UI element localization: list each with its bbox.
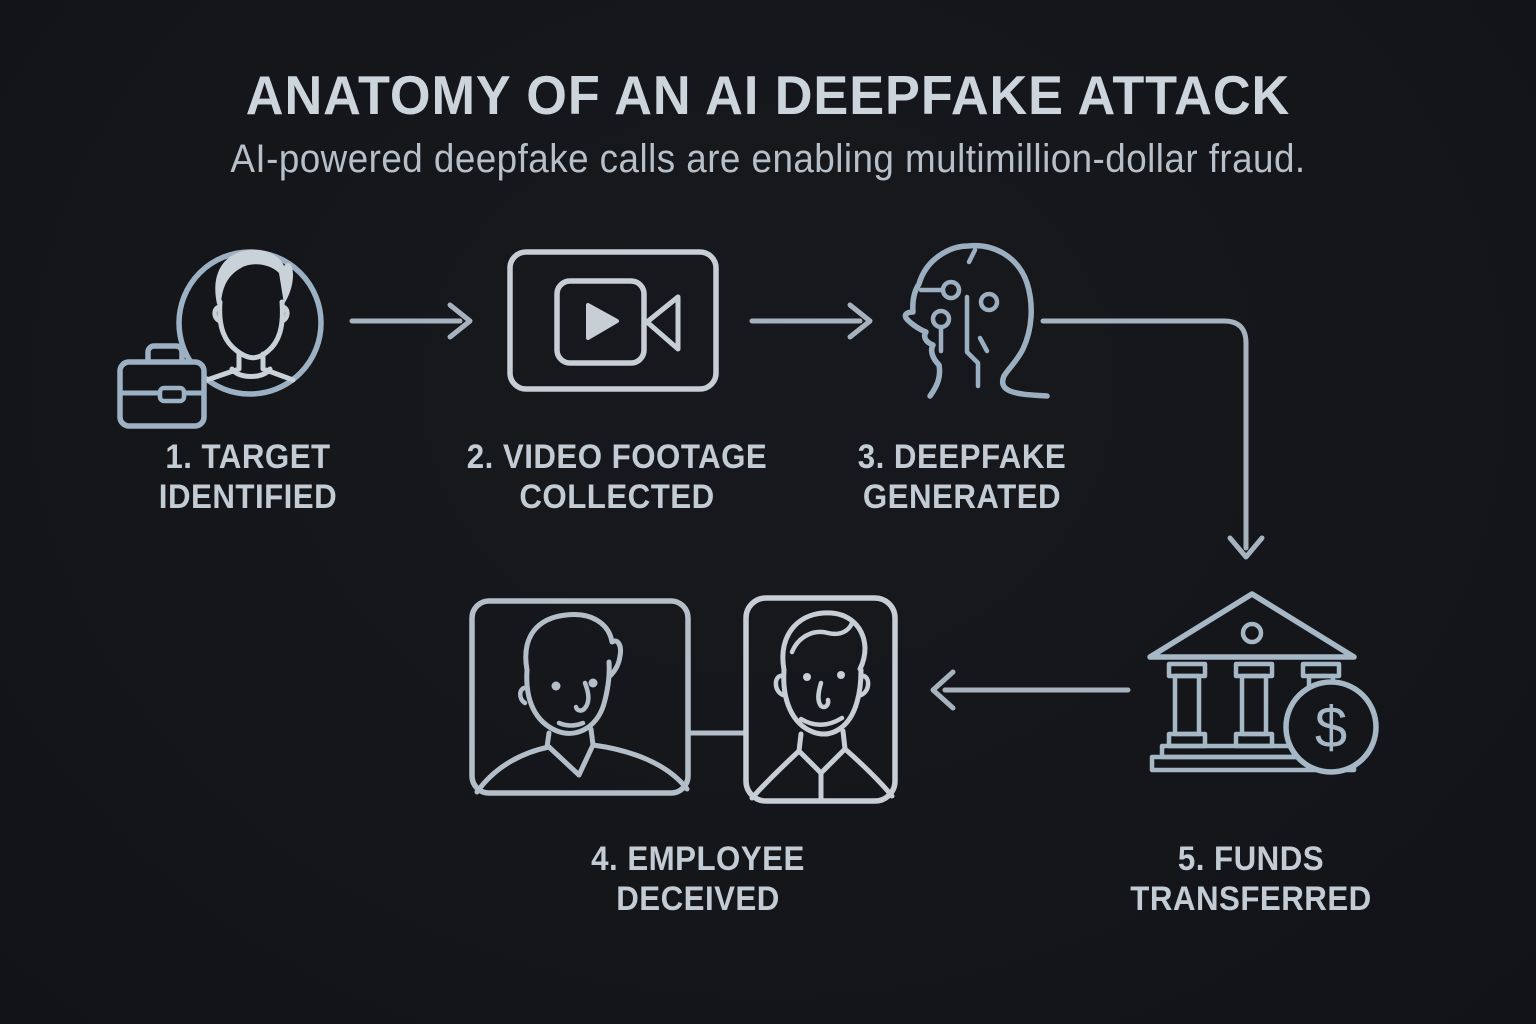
circuit-tick: [966, 247, 978, 265]
video-camera-icon: [507, 249, 719, 392]
flow-arrow-1-to-2: [349, 302, 473, 340]
step-5-label-line2: TRANSFERRED: [1130, 880, 1372, 918]
circuit-node: [978, 291, 1000, 313]
arrowhead-right-icon: [847, 302, 873, 340]
arrowhead-left-icon: [930, 669, 956, 711]
person-ear-right: [279, 304, 290, 324]
step-1-label-line1: 1. TARGET: [165, 438, 331, 476]
circuit-dash: [977, 335, 990, 354]
page-subtitle: AI-powered deepfake calls are enabling m…: [230, 137, 1306, 181]
dollar-coin-icon: [1283, 679, 1379, 775]
video-outer-frame: [507, 249, 719, 392]
target-businessperson-icon: [117, 249, 324, 429]
video-call-portraits-icon: [469, 595, 898, 804]
step-4-label-line2: DECEIVED: [616, 880, 780, 918]
flow-arrow-3-to-5: [1040, 318, 1265, 560]
step-4-label-line1: 4. EMPLOYEE: [591, 840, 805, 878]
flow-arrow-2-to-3: [749, 302, 873, 340]
portrait-frame-left: [469, 598, 691, 796]
arrowhead-down-icon: [1227, 535, 1265, 560]
step-5-label: 5. FUNDS TRANSFERRED: [1085, 839, 1416, 919]
circuit-trace: [964, 294, 981, 389]
person-shoulder-left: [204, 367, 239, 383]
person-hair: [215, 249, 293, 304]
bank-pediment: [1147, 591, 1357, 660]
step-5-label-line1: 5. FUNDS: [1177, 840, 1325, 878]
arrowhead-right-icon: [447, 302, 473, 340]
flow-arrow-5-to-4: [930, 669, 1131, 711]
step-2-label-line2: COLLECTED: [519, 478, 715, 516]
step-3-label: 3. DEEPFAKE GENERATED: [796, 437, 1127, 517]
portrait-face-left: [474, 612, 690, 795]
circuit-node: [930, 308, 952, 330]
step-1-label: 1. TARGET IDENTIFIED: [82, 437, 413, 517]
step-4-label: 4. EMPLOYEE DECEIVED: [532, 839, 863, 919]
page-title: ANATOMY OF AN AI DEEPFAKE ATTACK: [245, 64, 1291, 126]
bank-dollar-icon: $: [1147, 591, 1379, 775]
bank-pediment-circle: [1240, 621, 1264, 645]
ai-head-circuit-icon: [902, 242, 1050, 399]
dollar-symbol: $: [1315, 695, 1347, 760]
step-2-label: 2. VIDEO FOOTAGE COLLECTED: [451, 437, 782, 517]
play-triangle-icon: [586, 303, 619, 340]
video-inner-frame: [554, 278, 647, 366]
step-3-label-line2: GENERATED: [862, 478, 1062, 516]
portrait-face-right: [749, 610, 895, 802]
step-2-label-line1: 2. VIDEO FOOTAGE: [466, 438, 768, 476]
person-neck: [236, 351, 266, 372]
briefcase-latch: [157, 385, 187, 404]
camera-horn: [644, 294, 681, 352]
step-1-label-line2: IDENTIFIED: [158, 478, 338, 516]
head-profile-outline: [902, 242, 1050, 399]
person-face: [217, 299, 285, 361]
person-ear-left: [212, 304, 223, 324]
circuit-node: [940, 279, 962, 301]
step-3-label-line1: 3. DEEPFAKE: [857, 438, 1067, 476]
person-shoulder-right: [263, 367, 296, 383]
